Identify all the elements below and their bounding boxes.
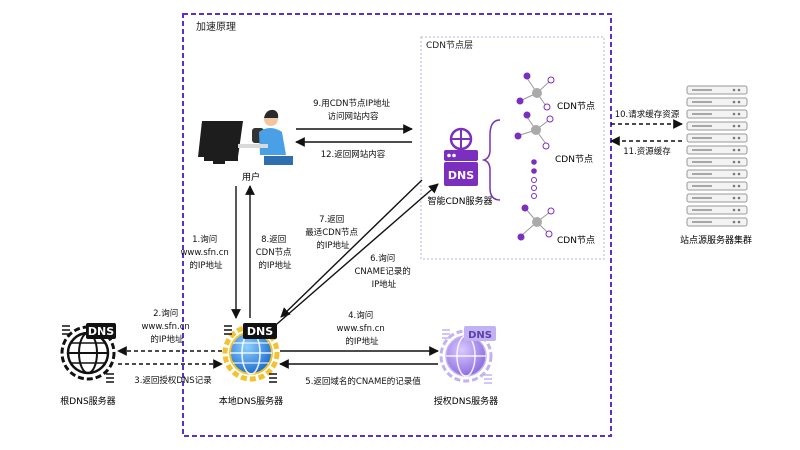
- step-11-label: 11.资源缓存: [623, 146, 671, 157]
- arrow-step-7: [280, 179, 423, 318]
- step-7-label: 7.返回 最适CDN节点 的IP地址: [305, 214, 361, 251]
- origin-server-cluster-icon: [686, 85, 748, 227]
- cdn-layer-title: CDN节点层: [426, 40, 473, 51]
- origin-cluster-label: 站点源服务器集群: [680, 234, 752, 246]
- cdn-node-2-icon: [514, 111, 554, 150]
- step-10-label: 10.请求缓存资源: [615, 109, 680, 120]
- cdn-node-3-label: CDN节点: [557, 235, 595, 246]
- user-label: 用户: [242, 171, 260, 183]
- auth-dns-globe-icon: DNS: [439, 326, 496, 384]
- smart-dns-badge: DNS: [448, 169, 474, 182]
- step-2-label: 2.询问 www.sfn.cn 的IP地址: [141, 308, 192, 345]
- step-8-label: 8.返回 CDN节点 的IP地址: [256, 234, 295, 271]
- local-dns-label: 本地DNS服务器: [219, 395, 283, 407]
- step-12-label: 12.返回网站内容: [321, 149, 386, 160]
- step-3-label: 3.返回授权DNS记录: [134, 375, 212, 386]
- step-9-label: 9.用CDN节点IP地址 访问网站内容: [313, 98, 393, 122]
- cdn-node-1-icon: [516, 72, 555, 111]
- user-computer-icon: [198, 109, 293, 165]
- step-4-label: 4.询问 www.sfn.cn 的IP地址: [336, 310, 387, 347]
- step-5-label: 5.返回域名的CNAME的记录值: [305, 376, 421, 387]
- cdn-layer-box: [420, 36, 605, 260]
- root-dns-globe-icon: DNS: [60, 323, 116, 383]
- cdn-node-2-label: CDN节点: [555, 154, 593, 165]
- arrow-step-6: [269, 183, 439, 331]
- root-dns-label: 根DNS服务器: [60, 395, 115, 407]
- cdn-node-3-icon: [517, 204, 555, 241]
- local-dns-badge: DNS: [247, 325, 273, 338]
- cdn-node-1-label: CDN节点: [557, 101, 595, 112]
- auth-dns-badge: DNS: [468, 330, 492, 341]
- local-dns-globe-icon: DNS: [222, 323, 280, 383]
- root-dns-badge: DNS: [88, 325, 114, 338]
- smart-cdn-server-label: 智能CDN服务器: [428, 195, 493, 207]
- step-6-label: 6.询问 CNAME记录的 IP地址: [354, 253, 413, 290]
- frame-title: 加速原理: [196, 21, 236, 33]
- smart-cdn-server-icon: DNS: [444, 127, 478, 186]
- more-nodes-ellipsis: [531, 159, 537, 199]
- auth-dns-label: 授权DNS服务器: [434, 395, 498, 407]
- acceleration-frame: [182, 13, 612, 437]
- step-1-label: 1.询问 www.sfn.cn 的IP地址: [180, 234, 231, 271]
- cdn-brace: [481, 119, 501, 201]
